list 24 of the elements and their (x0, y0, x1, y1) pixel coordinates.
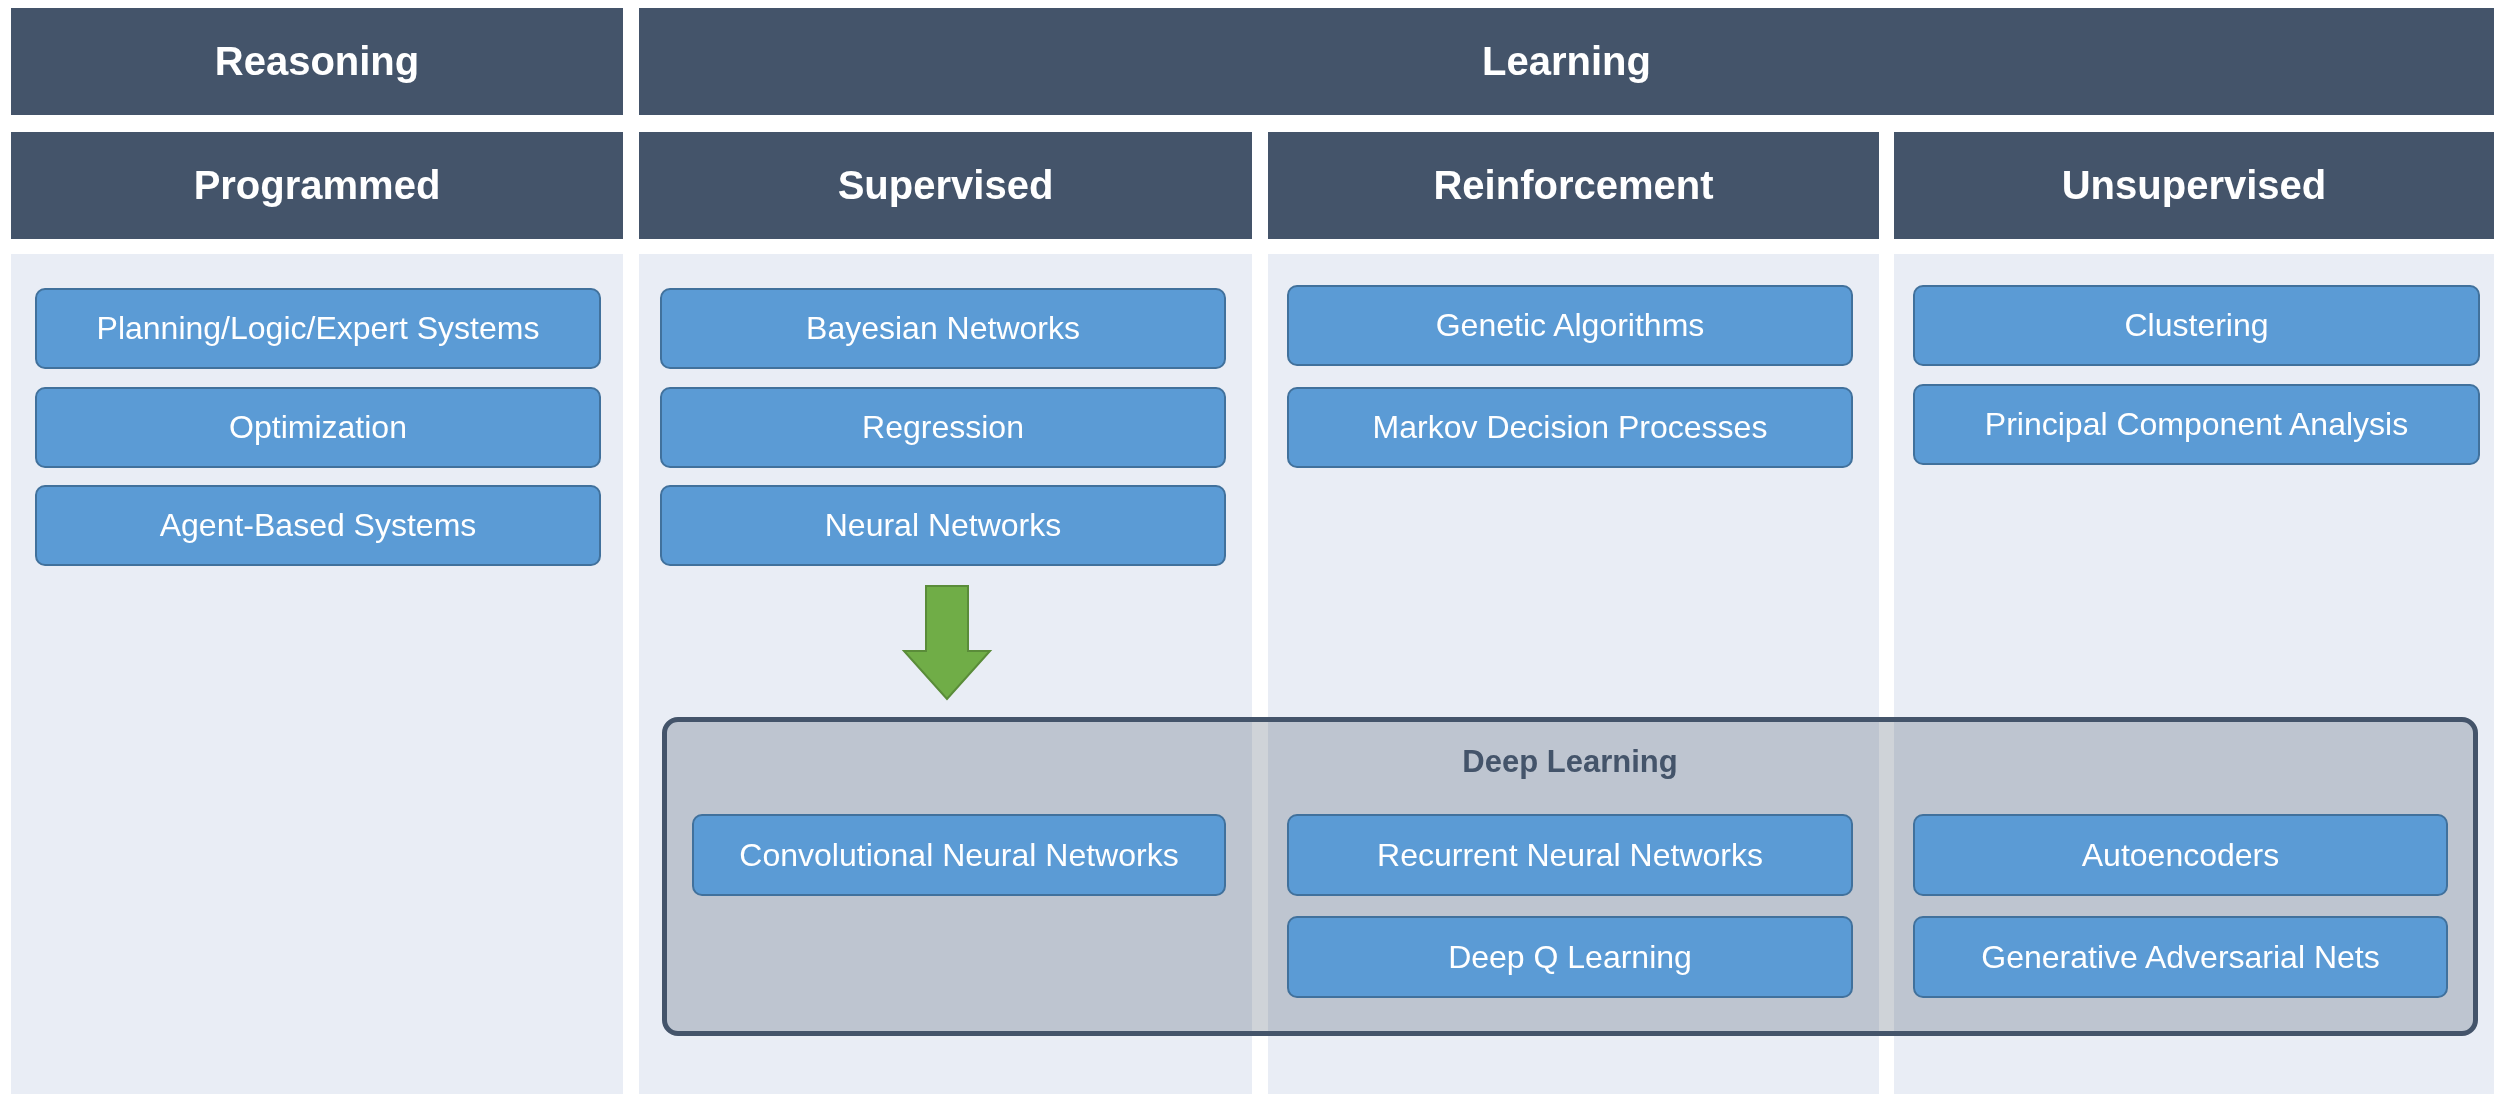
method-box: Regression (660, 387, 1226, 468)
method-box: Clustering (1913, 285, 2480, 366)
method-box: Convolutional Neural Networks (692, 814, 1226, 896)
method-box: Planning/Logic/Expert Systems (35, 288, 601, 369)
header-band: Reasoning (11, 8, 623, 115)
method-box: Agent-Based Systems (35, 485, 601, 566)
block-arrow (901, 585, 993, 701)
header-band: Unsupervised (1894, 132, 2494, 239)
method-box: Principal Component Analysis (1913, 384, 2480, 465)
header-band: Supervised (639, 132, 1252, 239)
header-band: Reinforcement (1268, 132, 1879, 239)
method-box: Genetic Algorithms (1287, 285, 1853, 366)
method-box: Autoencoders (1913, 814, 2448, 896)
method-box: Markov Decision Processes (1287, 387, 1853, 468)
method-box: Neural Networks (660, 485, 1226, 566)
header-band: Programmed (11, 132, 623, 239)
method-box: Deep Q Learning (1287, 916, 1853, 998)
group-title: Deep Learning (1461, 744, 1679, 780)
method-box: Optimization (35, 387, 601, 468)
method-box: Recurrent Neural Networks (1287, 814, 1853, 896)
header-band: Learning (639, 8, 2494, 115)
group-box (662, 717, 2478, 1036)
method-box: Bayesian Networks (660, 288, 1226, 369)
method-box: Generative Adversarial Nets (1913, 916, 2448, 998)
